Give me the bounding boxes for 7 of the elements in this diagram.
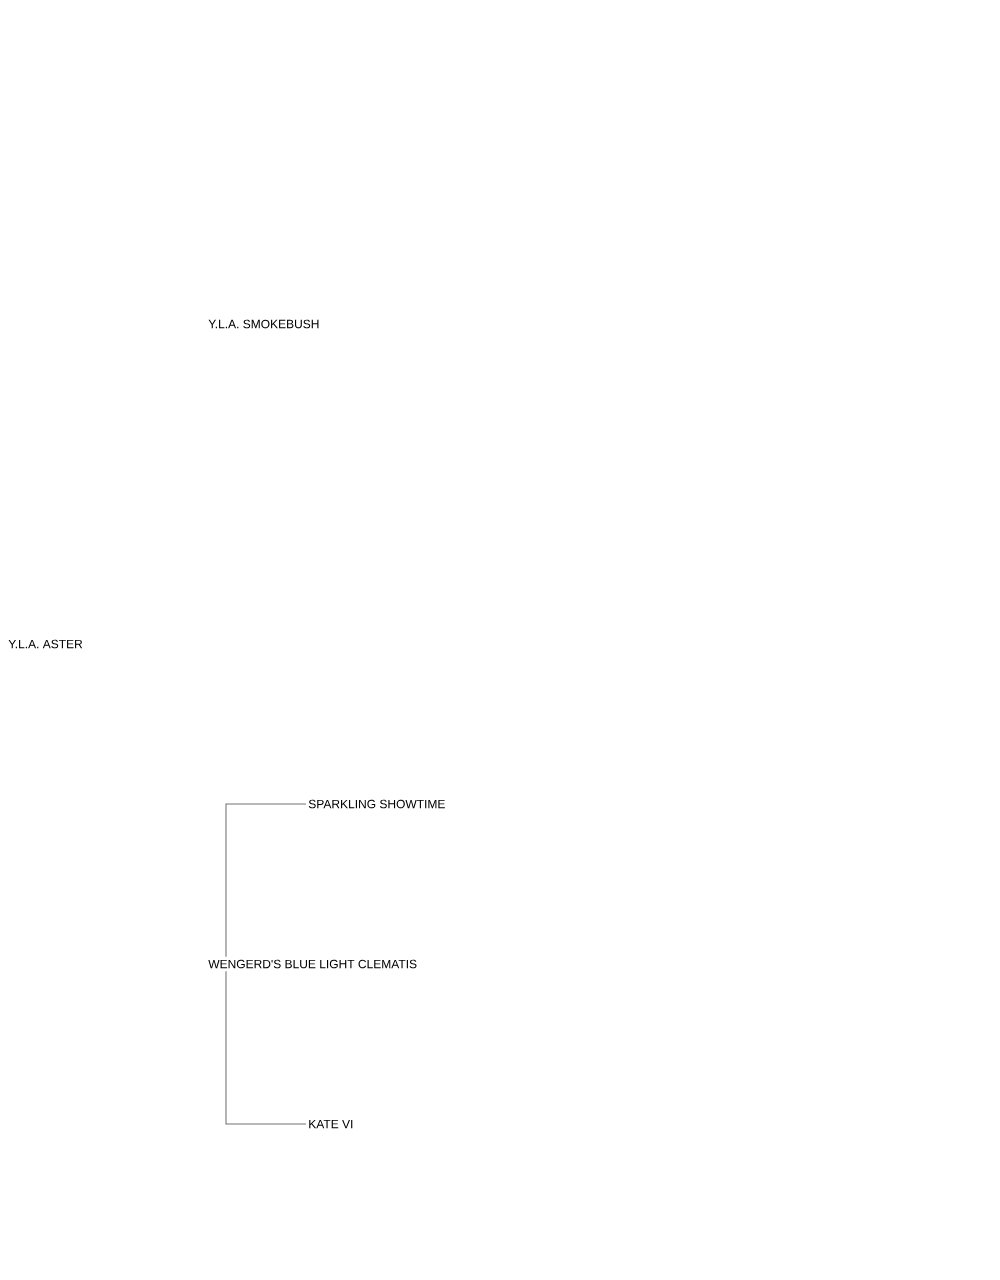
pedigree-name: SPARKLING SHOWTIME: [308, 799, 445, 809]
pedigree-name: Y.L.A. ASTER: [8, 639, 83, 649]
pedigree-bracket: [225, 803, 307, 958]
pedigree-name: WENGERD'S BLUE LIGHT CLEMATIS: [208, 959, 417, 969]
pedigree-bracket: [225, 970, 307, 1125]
pedigree-name: Y.L.A. SMOKEBUSH: [208, 319, 319, 329]
pedigree-name: KATE VI: [309, 1119, 353, 1129]
